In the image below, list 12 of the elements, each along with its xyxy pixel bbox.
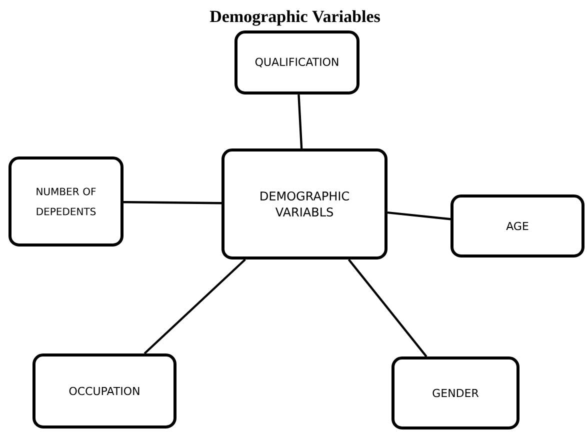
text-box: AGE xyxy=(450,194,584,258)
connector-line xyxy=(144,258,246,354)
title: Demographic Variables xyxy=(210,10,380,26)
text-box: NUMBER OF DEPEDENTS xyxy=(8,156,124,246)
connector-line xyxy=(348,258,428,358)
connector-line xyxy=(387,211,451,220)
text-box: QUALIFICATION xyxy=(234,30,360,94)
connector-line xyxy=(123,201,222,204)
text-box: OCCUPATION xyxy=(32,354,176,428)
connector-line xyxy=(298,94,303,149)
text-box: DEMOGRAPHIC VARIABLS xyxy=(222,148,388,260)
text-box: GENDER xyxy=(392,356,520,430)
